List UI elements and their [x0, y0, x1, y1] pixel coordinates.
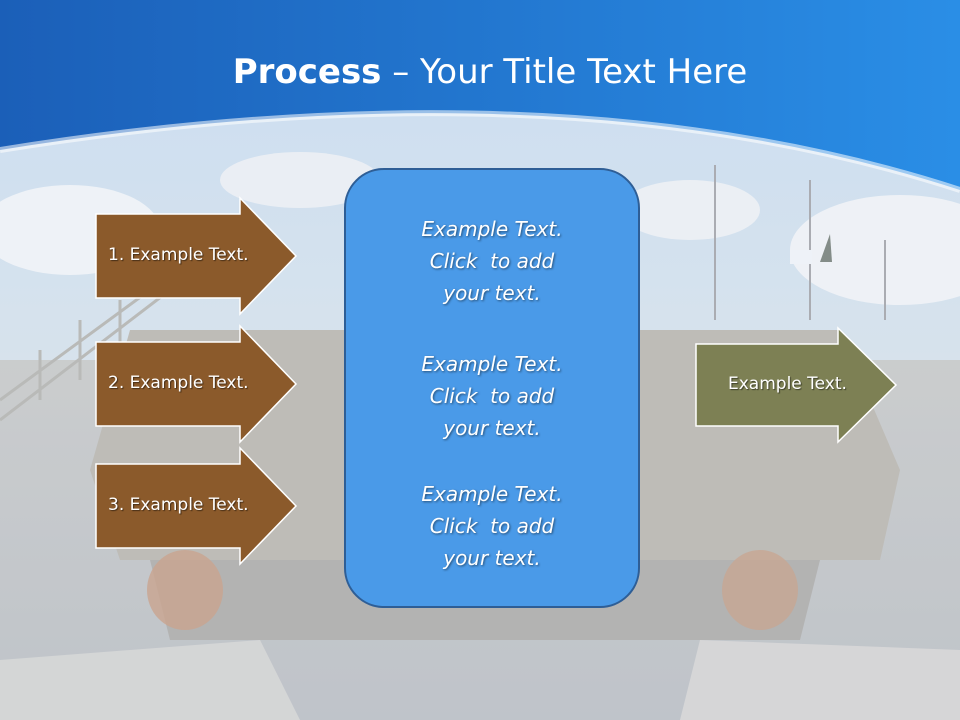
- left-arrow-label-2[interactable]: 2. Example Text.: [108, 373, 249, 393]
- block-line: Example Text.: [421, 352, 563, 376]
- right-arrow-label[interactable]: Example Text.: [728, 374, 847, 394]
- title-rest: – Your Title Text Here: [381, 52, 748, 92]
- block-line: Click to add: [429, 249, 555, 273]
- center-text-block-3[interactable]: Example Text. Click to add your text.: [344, 478, 640, 574]
- block-line: Click to add: [429, 514, 555, 538]
- block-line: your text.: [443, 546, 541, 570]
- left-arrow-label-1[interactable]: 1. Example Text.: [108, 245, 249, 265]
- block-line: Example Text.: [421, 217, 563, 241]
- block-line: your text.: [443, 416, 541, 440]
- block-line: Click to add: [429, 384, 555, 408]
- slide-title: Process – Your Title Text Here: [0, 52, 960, 92]
- center-text-block-1[interactable]: Example Text. Click to add your text.: [344, 213, 640, 309]
- left-arrow-label-3[interactable]: 3. Example Text.: [108, 495, 249, 515]
- block-line: your text.: [443, 281, 541, 305]
- center-text-box: [344, 168, 640, 608]
- center-text-block-2[interactable]: Example Text. Click to add your text.: [344, 348, 640, 444]
- block-line: Example Text.: [421, 482, 563, 506]
- title-bold: Process: [232, 52, 382, 92]
